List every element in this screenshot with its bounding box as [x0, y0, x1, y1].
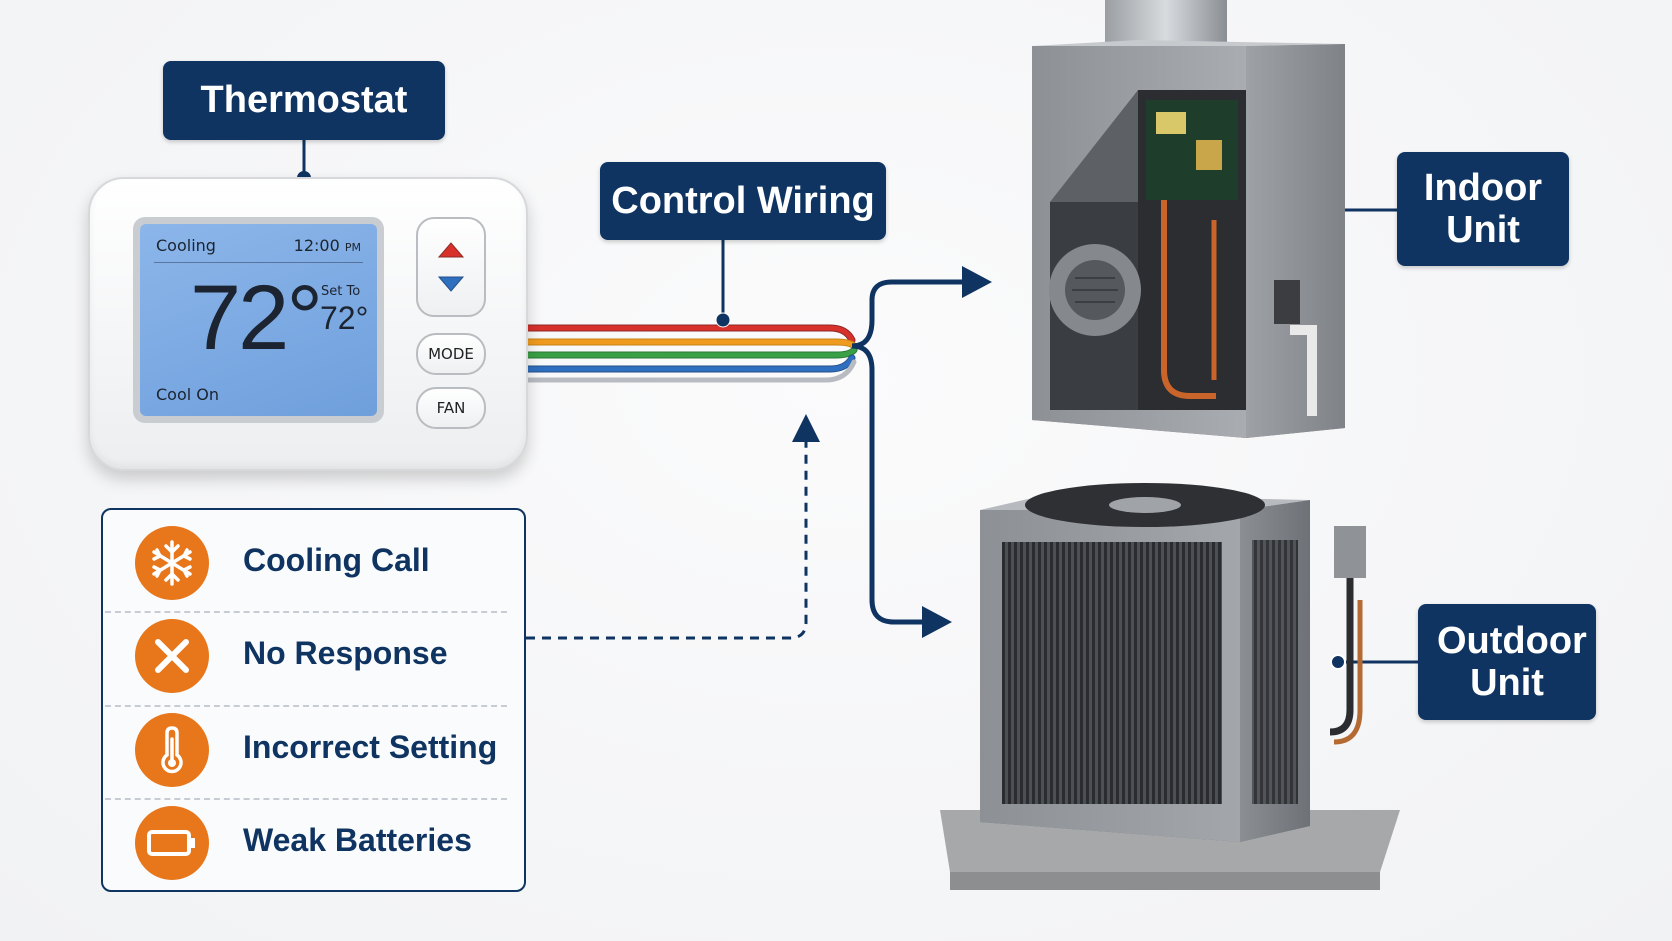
- temperature-adjust-button[interactable]: [416, 217, 486, 317]
- outdoor-pin: [1330, 654, 1346, 670]
- issue-divider: [105, 705, 507, 707]
- down-arrow-icon[interactable]: [436, 274, 466, 294]
- wiring-pin: [715, 312, 731, 328]
- thermostat-label: Thermostat: [163, 61, 445, 140]
- issue-label: Incorrect Setting: [243, 728, 498, 765]
- issue-label: No Response: [243, 634, 448, 671]
- issue-row: No Response: [103, 607, 524, 699]
- indoor-unit-illustration: [1032, 0, 1345, 438]
- arrow-to-outdoor: [922, 606, 952, 638]
- x-mark-icon: [135, 619, 209, 693]
- issue-label: Weak Batteries: [243, 821, 472, 858]
- set-to-label: Set To: [321, 284, 361, 299]
- thermostat-time: 12:00 PM: [293, 236, 361, 255]
- thermostat-mode: Cooling: [156, 236, 216, 255]
- thermostat-device: Cooling 12:00 PM 72° Set To 72° Cool On …: [88, 177, 528, 471]
- issue-divider: [105, 611, 507, 613]
- thermometer-icon: [135, 713, 209, 787]
- current-temperature: 72°: [190, 267, 323, 369]
- thermostat-screen: Cooling 12:00 PM 72° Set To 72° Cool On: [140, 224, 377, 416]
- snowflake-icon: [135, 526, 209, 600]
- arrow-to-indoor: [962, 266, 992, 298]
- up-arrow-icon[interactable]: [436, 240, 466, 260]
- issues-panel: Cooling Call No Response Incorrect Setti…: [101, 508, 526, 892]
- issue-row: Incorrect Setting: [103, 701, 524, 793]
- control-wires: [520, 324, 858, 383]
- fan-button[interactable]: FAN: [416, 387, 486, 429]
- indoor-unit-label: Indoor Unit: [1397, 152, 1569, 266]
- mode-button[interactable]: MODE: [416, 333, 486, 375]
- set-temperature: 72°: [320, 300, 369, 336]
- outdoor-unit-illustration: [940, 483, 1400, 890]
- outdoor-unit-label: Outdoor Unit: [1418, 604, 1596, 720]
- issue-label: Cooling Call: [243, 541, 430, 578]
- issue-row: Cooling Call: [103, 514, 524, 606]
- issue-row: Weak Batteries: [103, 794, 524, 886]
- feedback-arrow: [792, 414, 820, 442]
- screen-divider: [154, 262, 363, 263]
- control-wiring-label: Control Wiring: [600, 162, 886, 240]
- issue-divider: [105, 798, 507, 800]
- battery-icon: [135, 806, 209, 880]
- thermostat-status: Cool On: [156, 385, 220, 404]
